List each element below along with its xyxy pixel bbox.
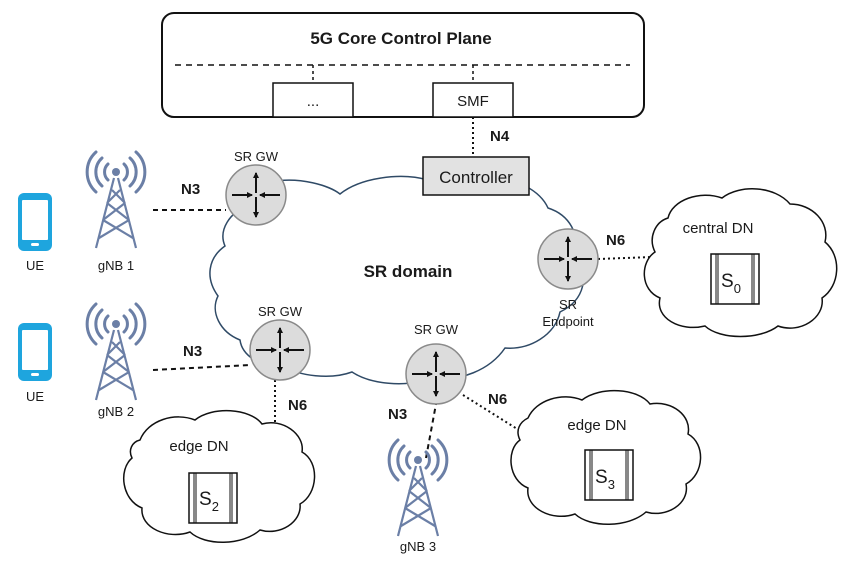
server-s3-label: S3 <box>595 467 615 492</box>
core-control-plane: 5G Core Control Plane ... SMF <box>161 12 645 118</box>
n6-link-central <box>597 256 653 260</box>
sr-endpoint-label-line1: SR <box>559 297 577 312</box>
n4-label: N4 <box>490 128 510 145</box>
core-function-other <box>272 82 354 118</box>
sr-endpoint-label-line2: Endpoint <box>542 314 594 329</box>
sr-gw-1-label: SR GW <box>234 149 279 164</box>
n3-label-gnb1: N3 <box>181 181 200 198</box>
gnb-1-label: gNB 1 <box>98 258 134 273</box>
controller-box: Controller <box>422 156 530 196</box>
gnb-3-tower-icon <box>387 438 449 538</box>
edge-dn-3-label: edge DN <box>567 417 626 434</box>
n6-link-edge3 <box>462 394 523 433</box>
server-s3-icon <box>584 449 634 501</box>
sr-gw-3-router-icon <box>406 344 466 404</box>
edge-dn-2-label: edge DN <box>169 438 228 455</box>
n6-label-edge3: N6 <box>488 391 507 408</box>
gnb-1-tower-icon <box>85 150 147 250</box>
gnb-2-label: gNB 2 <box>98 404 134 419</box>
central-dn-label: central DN <box>683 220 754 237</box>
sr-domain-label: SR domain <box>364 262 453 281</box>
server-s0-label: S0 <box>721 271 741 296</box>
ue-1-label: UE <box>26 258 44 273</box>
controller-label: Controller <box>439 168 513 187</box>
ue-2-phone-icon <box>18 323 52 381</box>
ue-2-label: UE <box>26 389 44 404</box>
server-s2-icon <box>188 472 238 524</box>
n6-label-central: N6 <box>606 232 625 249</box>
core-title: 5G Core Control Plane <box>310 29 491 48</box>
sr-gw-3-label: SR GW <box>414 322 459 337</box>
smf-box <box>432 82 514 118</box>
smf-label: SMF <box>457 93 489 110</box>
n3-link-gnb2 <box>152 364 252 371</box>
n3-label-gnb2: N3 <box>183 343 202 360</box>
sr-gw-2-label: SR GW <box>258 304 303 319</box>
sr-gw-1-router-icon <box>226 165 286 225</box>
n3-link-gnb3 <box>425 403 437 459</box>
server-s2-label: S2 <box>199 489 219 514</box>
sr-endpoint-router-icon <box>538 229 598 289</box>
server-s0-icon <box>710 253 760 305</box>
gnb-2-tower-icon <box>85 302 147 402</box>
n3-label-gnb3: N3 <box>388 406 407 423</box>
core-function-other-label: ... <box>307 93 320 110</box>
n6-label-edge2: N6 <box>288 397 307 414</box>
gnb-3-label: gNB 3 <box>400 539 436 554</box>
ue-1-phone-icon <box>18 193 52 251</box>
sr-gw-2-router-icon <box>250 320 310 380</box>
